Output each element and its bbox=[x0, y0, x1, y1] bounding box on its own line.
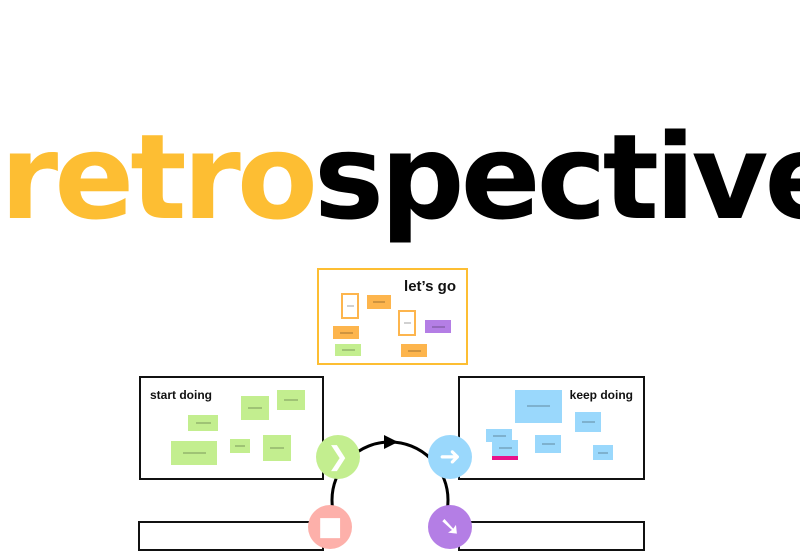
sticky-note bbox=[486, 429, 512, 442]
frame-lets-go[interactable]: let’s go bbox=[317, 268, 468, 365]
sticky-note bbox=[230, 439, 250, 453]
sticky-note bbox=[535, 435, 561, 453]
sticky-note bbox=[575, 412, 601, 432]
avatar-card bbox=[398, 310, 416, 336]
stop-icon: ■ bbox=[308, 505, 352, 549]
retrospective-title: retrospective bbox=[0, 118, 800, 236]
arrow-down-right-icon: ➘ bbox=[428, 505, 472, 549]
sticky-note bbox=[263, 435, 291, 461]
sticky-note bbox=[171, 441, 217, 465]
cycle-arc bbox=[330, 435, 450, 533]
avatar-card bbox=[341, 293, 359, 319]
title-spective: spective bbox=[313, 108, 800, 246]
sticky-note bbox=[593, 445, 613, 460]
sticky-note bbox=[335, 344, 361, 356]
sticky-note bbox=[515, 390, 562, 423]
sticky-note bbox=[492, 440, 518, 460]
sticky-note bbox=[401, 344, 427, 357]
sticky-note bbox=[367, 295, 391, 309]
frame-label: keep doing bbox=[569, 388, 633, 402]
frame-label: start doing bbox=[150, 388, 212, 402]
arrow-right-icon: ➜ bbox=[428, 435, 472, 479]
cycle-arrowhead bbox=[384, 435, 398, 449]
frame-stop-doing[interactable] bbox=[138, 521, 324, 551]
chevron-right-icon: ❯ bbox=[316, 435, 360, 479]
frame-keep-doing[interactable]: keep doing bbox=[458, 376, 645, 480]
frame-start-doing[interactable]: start doing bbox=[139, 376, 324, 480]
frame-less-of[interactable] bbox=[458, 521, 645, 551]
title-retro: retro bbox=[0, 108, 318, 246]
frame-label: let’s go bbox=[404, 278, 456, 295]
sticky-note bbox=[333, 326, 359, 339]
sticky-note bbox=[277, 390, 305, 410]
sticky-note bbox=[188, 415, 218, 431]
sticky-note bbox=[241, 396, 269, 420]
sticky-note bbox=[425, 320, 451, 333]
